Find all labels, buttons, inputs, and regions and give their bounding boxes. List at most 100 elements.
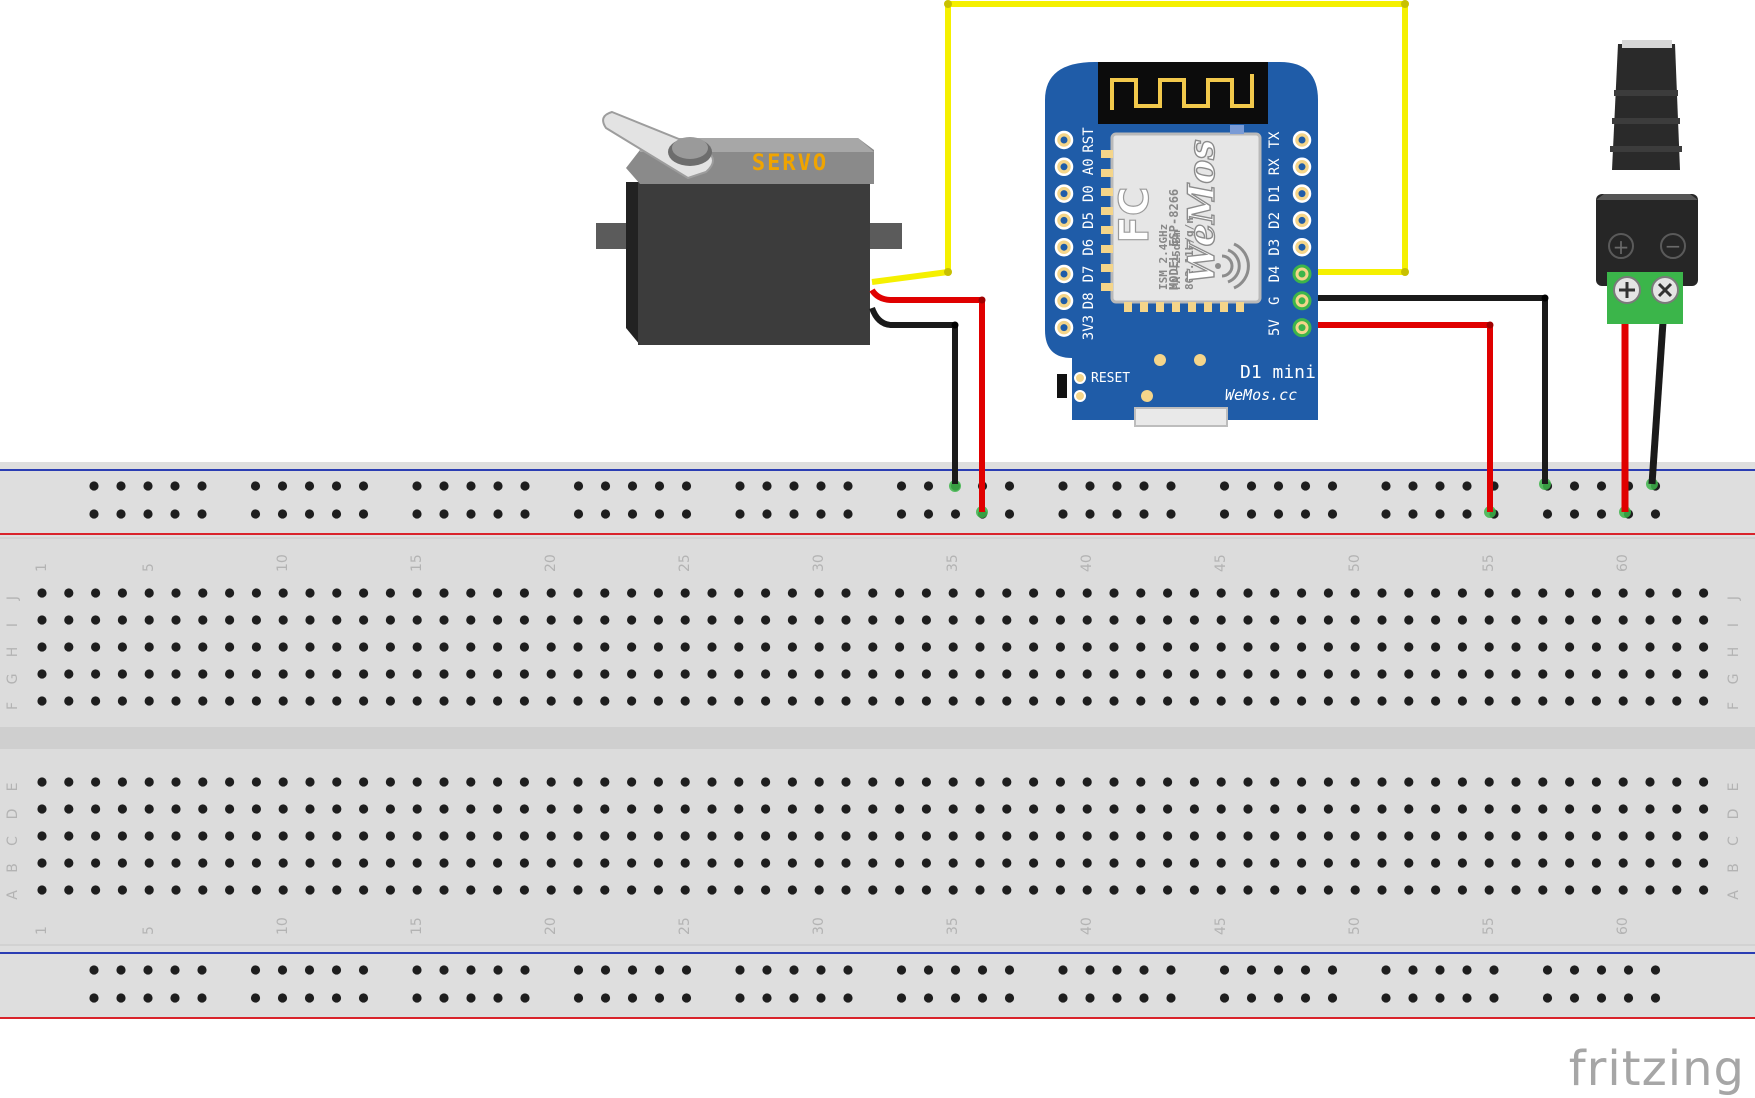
power-rail-hole[interactable] <box>1623 993 1634 1003</box>
power-rail-hole[interactable] <box>1085 481 1095 491</box>
breadboard-hole[interactable] <box>1457 858 1467 868</box>
power-rail-hole[interactable] <box>1327 509 1338 519</box>
power-rail-hole[interactable] <box>789 509 799 519</box>
power-rail-hole[interactable] <box>681 965 692 975</box>
breadboard-hole[interactable] <box>1055 696 1065 706</box>
breadboard-hole[interactable] <box>412 885 422 895</box>
breadboard-hole[interactable] <box>573 696 583 706</box>
breadboard-hole[interactable] <box>1029 777 1039 787</box>
breadboard-hole[interactable] <box>1082 804 1092 814</box>
breadboard-hole[interactable] <box>1323 642 1333 652</box>
breadboard-hole[interactable] <box>1136 588 1146 598</box>
breadboard-hole[interactable] <box>1591 669 1601 679</box>
breadboard-hole[interactable] <box>546 615 556 625</box>
breadboard-hole[interactable] <box>1457 804 1467 814</box>
breadboard-hole[interactable] <box>332 777 342 787</box>
breadboard-hole[interactable] <box>332 831 342 841</box>
breadboard-hole[interactable] <box>37 885 47 895</box>
breadboard-hole[interactable] <box>1645 696 1655 706</box>
breadboard-hole[interactable] <box>1323 858 1333 868</box>
power-rail-hole[interactable] <box>170 993 180 1003</box>
breadboard-hole[interactable] <box>225 588 235 598</box>
power-rail-hole[interactable] <box>304 993 315 1003</box>
breadboard-hole[interactable] <box>1163 696 1173 706</box>
breadboard-hole[interactable] <box>814 642 824 652</box>
breadboard-hole[interactable] <box>1109 669 1119 679</box>
power-rail-hole[interactable] <box>277 993 288 1003</box>
breadboard-hole[interactable] <box>707 777 717 787</box>
breadboard-hole[interactable] <box>1082 858 1092 868</box>
breadboard-hole[interactable] <box>1270 615 1280 625</box>
breadboard-hole[interactable] <box>198 858 208 868</box>
breadboard-hole[interactable] <box>975 696 985 706</box>
power-rail-hole[interactable] <box>170 481 180 491</box>
breadboard-hole[interactable] <box>814 615 824 625</box>
power-rail-hole[interactable] <box>412 481 422 491</box>
breadboard-hole[interactable] <box>787 804 798 814</box>
breadboard-hole[interactable] <box>144 696 154 706</box>
breadboard-hole[interactable] <box>1377 669 1387 679</box>
power-rail-hole[interactable] <box>816 965 826 975</box>
power-rail-hole[interactable] <box>1085 965 1095 975</box>
breadboard-hole[interactable] <box>761 831 771 841</box>
power-rail-hole[interactable] <box>654 481 665 491</box>
breadboard-hole[interactable] <box>627 777 637 787</box>
breadboard-hole[interactable] <box>653 804 664 814</box>
power-rail-hole[interactable] <box>654 965 665 975</box>
breadboard-hole[interactable] <box>1565 669 1575 679</box>
power-rail-hole[interactable] <box>170 509 180 519</box>
breadboard-hole[interactable] <box>1484 885 1494 895</box>
power-rail-hole[interactable] <box>573 481 584 491</box>
power-rail-hole[interactable] <box>762 509 772 519</box>
breadboard-hole[interactable] <box>1618 804 1628 814</box>
power-rail-hole[interactable] <box>1542 965 1553 975</box>
breadboard-hole[interactable] <box>1672 858 1682 868</box>
power-rail-hole[interactable] <box>143 993 153 1003</box>
breadboard-hole[interactable] <box>1377 615 1387 625</box>
breadboard-hole[interactable] <box>466 885 476 895</box>
breadboard-hole[interactable] <box>573 858 583 868</box>
power-rail-hole[interactable] <box>735 509 745 519</box>
breadboard-hole[interactable] <box>171 777 181 787</box>
breadboard-hole[interactable] <box>975 642 985 652</box>
breadboard-hole[interactable] <box>1457 696 1467 706</box>
breadboard-hole[interactable] <box>1431 831 1441 841</box>
breadboard-hole[interactable] <box>787 831 798 841</box>
breadboard-hole[interactable] <box>1082 696 1092 706</box>
power-rail-hole[interactable] <box>1139 965 1149 975</box>
power-rail-hole[interactable] <box>735 481 745 491</box>
breadboard-hole[interactable] <box>1189 777 1199 787</box>
power-rail-hole[interactable] <box>843 965 853 975</box>
power-rail-hole[interactable] <box>1219 509 1230 519</box>
power-rail-hole[interactable] <box>250 481 261 491</box>
breadboard-hole[interactable] <box>1672 831 1682 841</box>
breadboard-hole[interactable] <box>1511 831 1521 841</box>
power-rail-hole[interactable] <box>331 993 342 1003</box>
breadboard-hole[interactable] <box>91 669 101 679</box>
breadboard-hole[interactable] <box>1029 669 1039 679</box>
breadboard-hole[interactable] <box>1002 696 1012 706</box>
breadboard-hole[interactable] <box>734 696 744 706</box>
breadboard-hole[interactable] <box>1163 615 1173 625</box>
breadboard-hole[interactable] <box>439 804 449 814</box>
power-rail-hole[interactable] <box>1489 965 1499 975</box>
breadboard-hole[interactable] <box>868 858 878 868</box>
breadboard-hole[interactable] <box>680 831 690 841</box>
breadboard-hole[interactable] <box>1189 804 1199 814</box>
breadboard-hole[interactable] <box>1189 696 1199 706</box>
breadboard-hole[interactable] <box>680 804 690 814</box>
breadboard-hole[interactable] <box>1538 777 1548 787</box>
breadboard-hole[interactable] <box>1216 858 1226 868</box>
power-rail-hole[interactable] <box>1273 481 1284 491</box>
breadboard-hole[interactable] <box>359 669 369 679</box>
breadboard-hole[interactable] <box>1591 858 1601 868</box>
breadboard-hole[interactable] <box>1591 804 1601 814</box>
breadboard-hole[interactable] <box>1082 642 1092 652</box>
power-rail-hole[interactable] <box>843 509 853 519</box>
power-rail-hole[interactable] <box>923 993 934 1003</box>
breadboard-hole[interactable] <box>1645 858 1655 868</box>
breadboard-hole[interactable] <box>519 804 530 814</box>
breadboard-hole[interactable] <box>680 642 690 652</box>
power-rail-hole[interactable] <box>1058 993 1068 1003</box>
breadboard-hole[interactable] <box>1243 777 1253 787</box>
